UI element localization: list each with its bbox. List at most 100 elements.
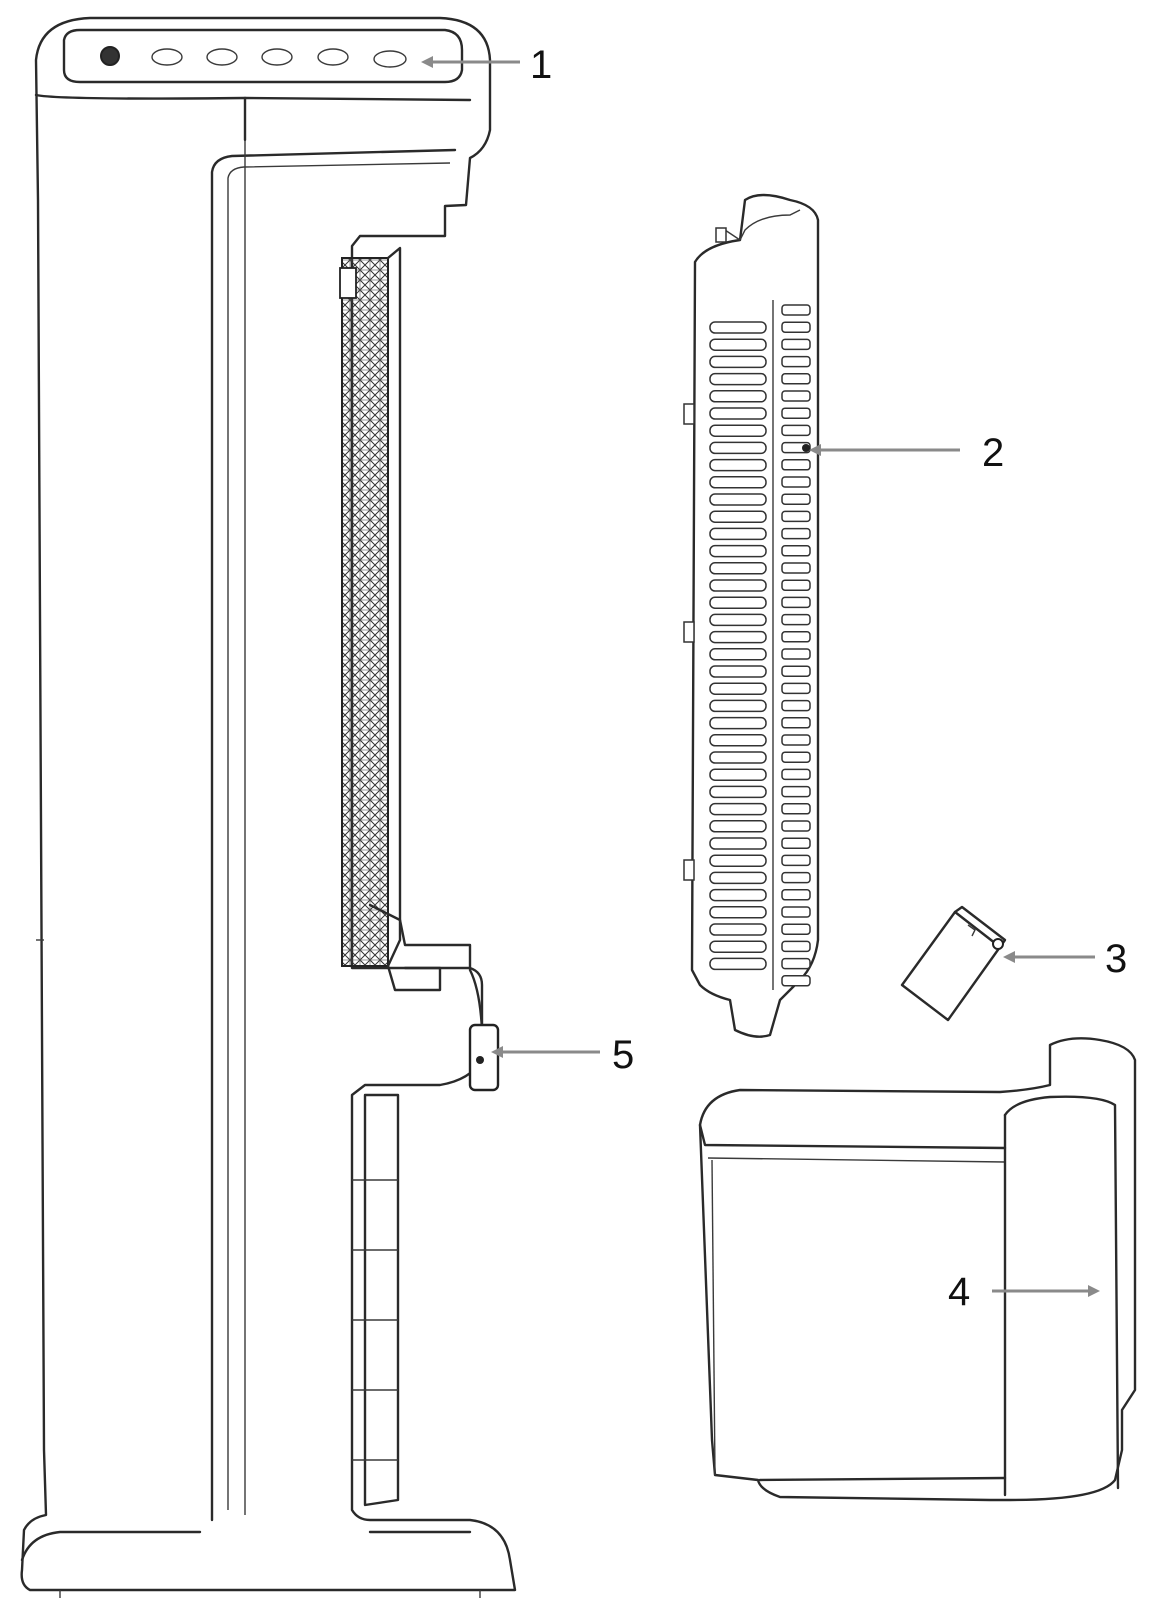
grille-slot	[709, 854, 767, 867]
control-panel	[62, 28, 464, 84]
grille-slot	[709, 424, 767, 437]
grille-slot	[709, 476, 767, 489]
tank-lid-edge	[698, 1123, 1007, 1150]
control-buttons	[100, 46, 407, 68]
grille-side-slot	[781, 734, 811, 746]
callout-1-label: 1	[530, 43, 552, 87]
grille-side-slot	[781, 562, 811, 574]
filter-cover-side-tab	[683, 621, 695, 643]
filter-cover-tab	[715, 227, 727, 243]
grille-slot	[709, 355, 767, 369]
grille-side-slot	[781, 854, 811, 867]
part-4-water-tank	[698, 1037, 1137, 1502]
callouts: 1 2 3 4 5	[421, 43, 1127, 1314]
part-2-filter-cover	[683, 193, 820, 1038]
grille-side-slot	[781, 923, 811, 935]
callout-3-label: 3	[1105, 937, 1127, 981]
grille-slot	[709, 613, 767, 627]
callout-1: 1	[421, 43, 552, 87]
grille-side-slot	[781, 820, 811, 832]
filter-cover-side-slots	[781, 304, 811, 987]
grille-side-slot	[781, 527, 811, 540]
side-panel-edge-inner	[227, 162, 451, 1510]
grille-slot	[709, 665, 767, 678]
grille-side-slot	[781, 476, 811, 488]
grille-slot	[709, 510, 767, 523]
tower-unit	[20, 16, 517, 1598]
grille-slot	[709, 837, 767, 850]
callout-5-label: 5	[612, 1033, 634, 1077]
cable	[468, 968, 484, 1032]
grille-slot	[709, 527, 767, 541]
grille-slot	[709, 820, 767, 833]
callout-5: 5	[491, 1033, 634, 1077]
filter-cover-outline	[690, 193, 820, 1038]
grille-side-slot	[781, 785, 811, 798]
grille-slot	[709, 768, 767, 781]
tower-foot	[59, 1590, 481, 1598]
filter-cover-top	[724, 209, 801, 241]
grille-side-slot	[781, 596, 811, 609]
grille-side-slot	[781, 355, 811, 368]
grille-side-slot	[781, 579, 811, 591]
grille-slot	[709, 596, 767, 609]
tower-base	[20, 1530, 472, 1562]
grille-slot	[709, 562, 767, 575]
grille-slot	[709, 579, 767, 592]
grille-side-slot	[781, 321, 811, 333]
grille-slot	[709, 544, 767, 558]
tank-front-face	[711, 1159, 716, 1476]
grille-side-slot	[781, 338, 811, 351]
filter-mesh-frame	[386, 246, 402, 968]
grille-slot	[709, 458, 767, 472]
grille-side-slot	[781, 682, 811, 695]
grille-side-slot	[781, 751, 811, 763]
grille-slot	[709, 785, 767, 799]
switch-dot-icon	[476, 1056, 484, 1064]
grille-side-slot	[781, 493, 811, 505]
grille-side-slot	[781, 545, 811, 557]
cartridge-front	[900, 910, 1002, 1022]
filter-clip	[339, 267, 357, 299]
grille-side-slot	[781, 975, 811, 987]
grille-slot	[709, 493, 767, 506]
grille-slot	[709, 940, 767, 953]
tank-outline	[698, 1037, 1137, 1502]
grille-slot	[709, 906, 767, 919]
grille-slot	[709, 716, 767, 730]
grille-side-slot	[781, 510, 811, 523]
grille-slot	[709, 390, 767, 403]
callout-2: 2	[802, 431, 1004, 475]
filter-cover-front-slots	[709, 321, 767, 971]
callout-3: 3	[1003, 937, 1127, 981]
power-button-icon	[100, 46, 120, 66]
panel-button	[206, 48, 238, 66]
grille-slot	[709, 630, 767, 644]
grille-slot	[709, 372, 767, 386]
callout-2-label: 2	[982, 431, 1004, 475]
panel-button	[373, 50, 407, 68]
grille-slot	[709, 648, 767, 661]
part-5-switch	[468, 1023, 500, 1092]
grille-slot	[709, 338, 767, 351]
part-3-cartridge	[900, 905, 1007, 1022]
grille-slot	[709, 888, 767, 902]
lower-panel-ribs	[352, 1179, 398, 1461]
callout-4: 4	[948, 1270, 1100, 1314]
tower-body-outline	[20, 16, 517, 1592]
grille-slot	[709, 734, 767, 747]
grille-slot	[709, 321, 767, 334]
grille-side-slot	[781, 459, 811, 471]
grille-side-slot	[781, 304, 811, 316]
grille-side-slot	[781, 871, 811, 884]
grille-side-slot	[781, 373, 811, 385]
grille-side-slot	[781, 906, 811, 918]
grille-side-slot	[781, 889, 811, 901]
grille-side-slot	[781, 613, 811, 626]
grille-side-slot	[781, 699, 811, 712]
grille-side-slot	[781, 940, 811, 953]
grille-slot	[709, 699, 767, 713]
tank-bottom	[758, 1476, 1007, 1482]
tank-lid-edge-inner	[707, 1157, 1006, 1163]
panel-button	[261, 48, 293, 66]
